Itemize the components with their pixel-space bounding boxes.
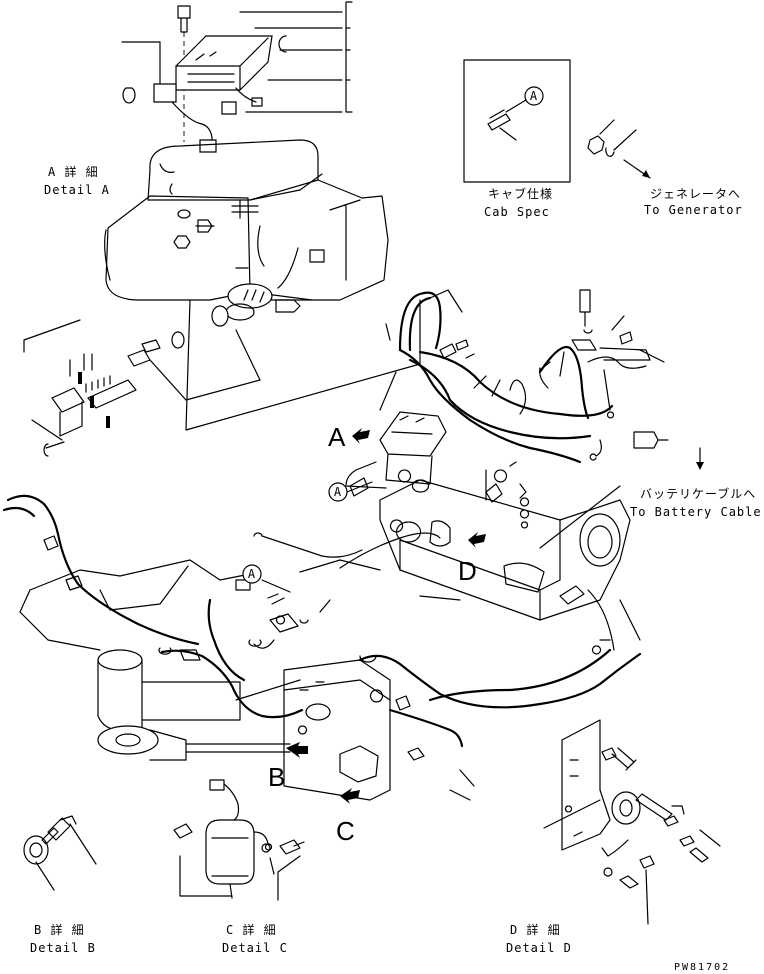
- main-harness-drawing: A A D: [2, 289, 704, 846]
- to-generator-label-en: To Generator: [644, 203, 743, 217]
- marker-d: D: [458, 556, 477, 586]
- cab-spec-box: A: [463, 59, 571, 183]
- detail-b-label-jp: B 詳 細: [34, 922, 85, 937]
- detail-c-drawing: [173, 779, 305, 901]
- detail-b-drawing: [23, 815, 97, 891]
- center-circle-a: A: [334, 485, 342, 499]
- detail-a-label-jp: A 詳 細: [48, 164, 99, 179]
- detail-a-drawing: [23, 1, 421, 457]
- detail-c-label-en: Detail C: [222, 941, 288, 955]
- generator-parts: [587, 119, 651, 179]
- detail-a-label-en: Detail A: [44, 183, 110, 197]
- detail-d-label-en: Detail D: [506, 941, 572, 955]
- detail-c-label-jp: C 詳 細: [226, 922, 277, 937]
- marker-a: A: [328, 422, 346, 452]
- marker-c: C: [336, 816, 355, 846]
- to-battery-label-jp: バッテリケーブルへ: [640, 486, 756, 501]
- labels: A 詳 細 Detail A キャブ仕様 Cab Spec ジェネレータへ To…: [30, 164, 762, 973]
- detail-d-drawing: [543, 719, 721, 925]
- marker-b: B: [268, 762, 285, 792]
- cab-spec-label-en: Cab Spec: [484, 205, 550, 219]
- drawing-number: PW81702: [674, 962, 730, 973]
- detail-d-label-jp: D 詳 細: [510, 922, 561, 937]
- cab-spec-circle-a: A: [530, 89, 538, 103]
- to-battery-label-en: To Battery Cable: [630, 505, 762, 519]
- front-circle-a: A: [248, 567, 256, 581]
- cab-spec-label-jp: キャブ仕様: [488, 186, 553, 201]
- detail-b-label-en: Detail B: [30, 941, 96, 955]
- to-generator-label-jp: ジェネレータへ: [650, 187, 741, 201]
